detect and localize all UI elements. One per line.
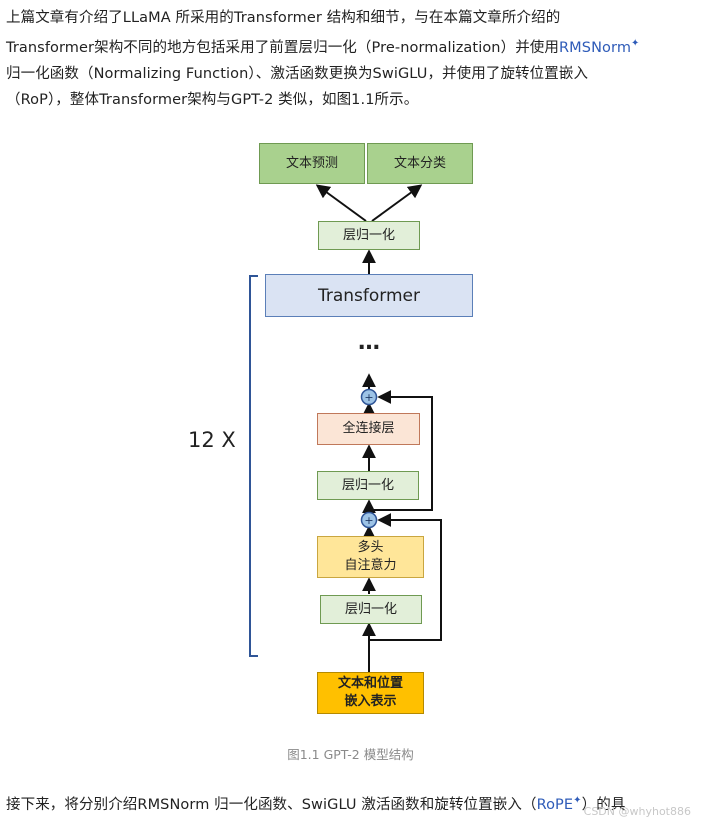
rmsnorm-link[interactable]: RMSNorm <box>559 40 632 56</box>
add-node-1-symbol: + <box>364 514 373 527</box>
repeat-label: 12 X <box>188 428 236 452</box>
embedding-box: 文本和位置 嵌入表示 <box>317 672 424 714</box>
add-node-2-symbol: + <box>364 391 373 404</box>
outro-text-end: ）的具 <box>581 797 626 813</box>
residual-path-1 <box>369 513 442 641</box>
outro-line: 接下来，将分别介绍RMSNorm 归一化函数、SwiGLU 激活函数和旋转位置嵌… <box>6 788 696 818</box>
final-layer-norm-box: 层归一化 <box>318 221 420 250</box>
multi-head-attention-box: 多头 自注意力 <box>317 536 424 578</box>
ellipsis-text: … <box>358 330 380 355</box>
embedding-label-line-2: 嵌入表示 <box>344 694 397 709</box>
intro-line-2-text: Transformer架构不同的地方包括采用了前置层归一化（Pre-normal… <box>6 40 559 56</box>
attention-label-line-2: 自注意力 <box>344 558 397 573</box>
outro-text: 接下来，将分别介绍RMSNorm 归一化函数、SwiGLU 激活函数和旋转位置嵌… <box>6 797 537 813</box>
intro-line-4: （RoP），整体Transformer架构与GPT-2 类似，如图1.1所示。 <box>6 92 419 108</box>
intro-line-2: Transformer架构不同的地方包括采用了前置层归一化（Pre-normal… <box>6 31 696 61</box>
outro-paragraph: 接下来，将分别介绍RMSNorm 归一化函数、SwiGLU 激活函数和旋转位置嵌… <box>6 788 696 818</box>
embedding-label-line-1: 文本和位置 <box>337 676 403 691</box>
intro-line-3: 归一化函数（Normalizing Function）、激活函数更换为SwiGL… <box>6 66 589 82</box>
link-sparkle-icon: ✦ <box>631 38 640 49</box>
arrow-norm-to-classification <box>371 184 423 222</box>
layer-norm-2-box: 层归一化 <box>317 471 419 500</box>
add-node-1 <box>360 511 378 529</box>
rope-link[interactable]: RoPE <box>536 797 574 813</box>
repeat-brace <box>249 275 258 657</box>
figure-caption: 图1.1 GPT-2 模型结构 <box>287 747 414 762</box>
layer-norm-1-box: 层归一化 <box>320 595 422 624</box>
attention-label-line-1: 多头 <box>357 540 384 555</box>
transformer-box: Transformer <box>265 274 473 317</box>
intro-paragraph: 上篇文章有介绍了LLaMA 所采用的Transformer 结构和细节，与在本篇… <box>6 5 696 113</box>
intro-line-1: 上篇文章有介绍了LLaMA 所采用的Transformer 结构和细节，与在本篇… <box>6 10 561 26</box>
arrow-norm-to-prediction <box>315 184 367 222</box>
fully-connected-layer-box: 全连接层 <box>317 413 420 445</box>
add-node-2 <box>360 388 378 406</box>
watermark: CSDN @whyhot886 <box>583 805 691 818</box>
text-prediction-box: 文本预测 <box>259 143 365 184</box>
rope-link-sparkle-icon: ✦ <box>573 795 582 806</box>
residual-path-2 <box>369 390 433 511</box>
text-classification-box: 文本分类 <box>367 143 473 184</box>
